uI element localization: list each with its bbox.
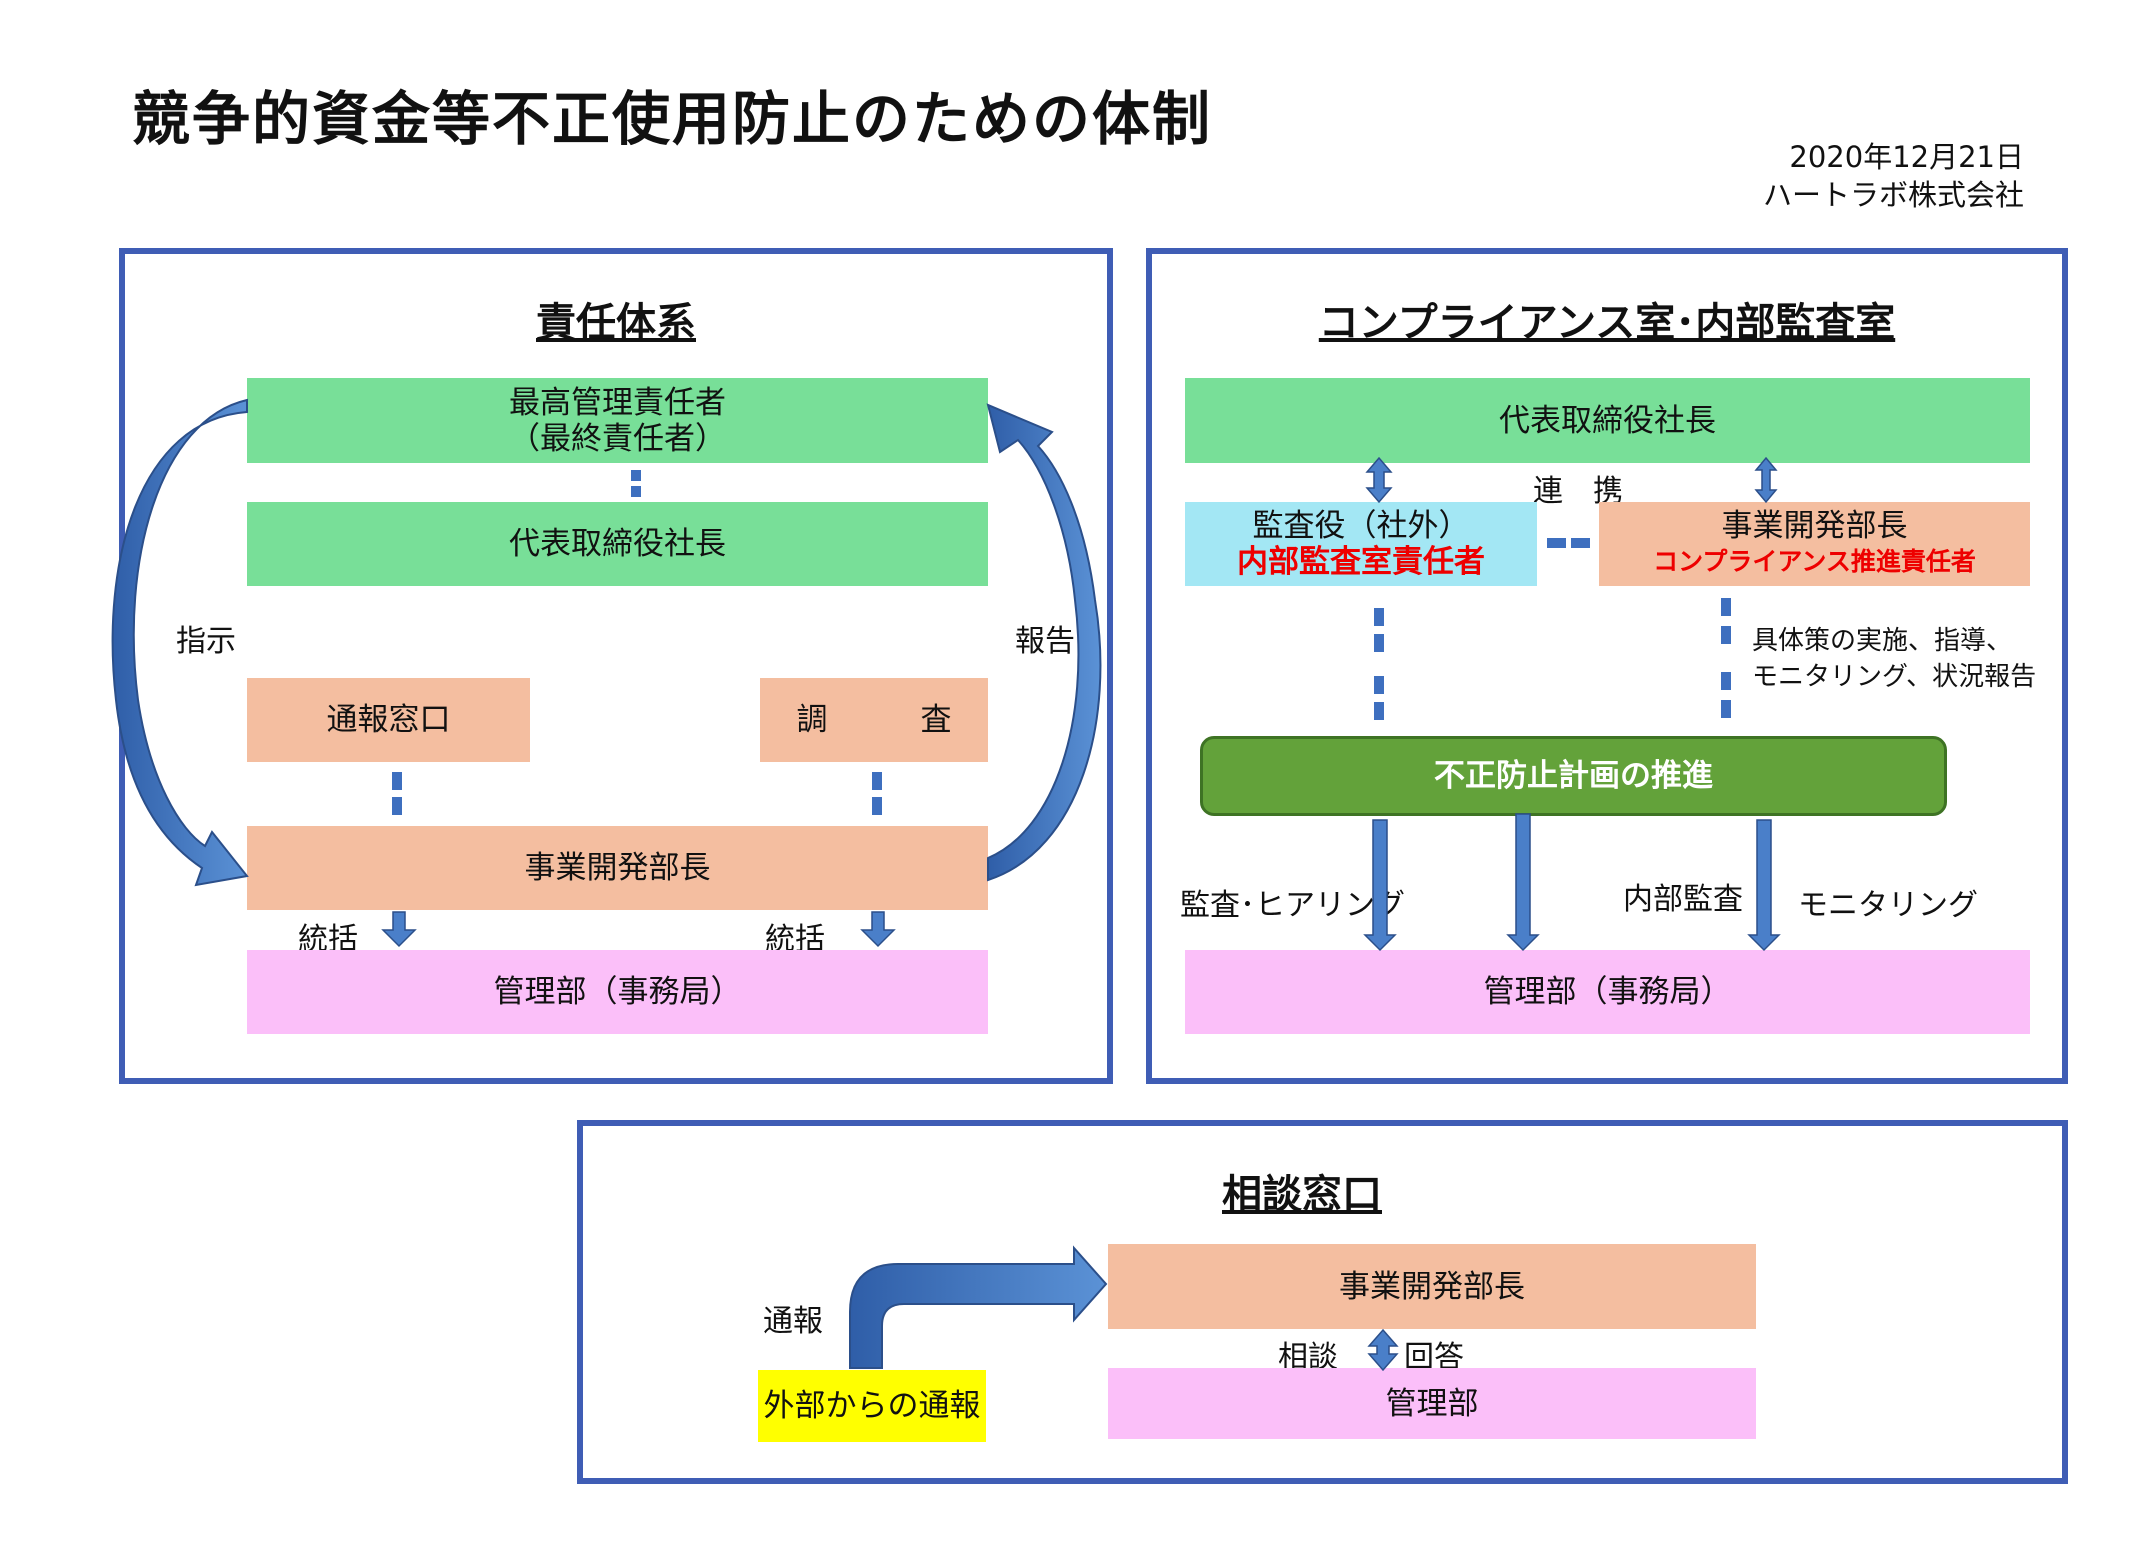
- page-title: 競争的資金等不正使用防止のための体制: [132, 85, 1213, 153]
- connector-dash: [1721, 598, 1731, 616]
- consultation-panel-title: 相談窓口: [1222, 1172, 1382, 1218]
- internal-audit-label: 内部監査: [1623, 882, 1743, 917]
- division-head-label-2: 事業開発部長: [1721, 508, 1908, 544]
- monitoring-label: モニタリング: [1798, 888, 1978, 923]
- connector-dash: [1721, 700, 1731, 718]
- investigation-label: 調 査: [796, 702, 952, 738]
- compliance-panel-title: コンプライアンス室･内部監査室: [1318, 300, 1896, 346]
- chief-manager-label: 最高管理責任者: [509, 384, 726, 421]
- auditor-label: 監査役（社外）: [1252, 508, 1470, 544]
- connector-dash: [392, 797, 402, 815]
- connector-dash: [392, 772, 402, 790]
- cooperate-label: 連 携: [1533, 474, 1623, 509]
- reporting-desk-box: 通報窓口: [247, 678, 530, 762]
- division-head-label-3: 事業開発部長: [1339, 1268, 1525, 1305]
- reporting-desk-label: 通報窓口: [326, 702, 451, 738]
- responsibility-panel-title: 責任体系: [536, 300, 696, 346]
- connector-dash: [631, 486, 641, 497]
- instruct-curved-arrow: [111, 398, 249, 887]
- chief-manager-sub-label: （最終責任者）: [509, 420, 726, 457]
- center-down-arrow: [1506, 813, 1540, 952]
- chief-manager-box: 最高管理責任者 （最終責任者）: [247, 378, 988, 463]
- monitoring-arrow: [1747, 819, 1781, 952]
- connector-dash: [872, 772, 882, 790]
- oversee-right-arrow: [860, 911, 896, 948]
- connector-dash: [1721, 626, 1731, 644]
- plan-box: 不正防止計画の推進: [1200, 736, 1947, 816]
- compliance-head-label: コンプライアンス推進責任者: [1653, 547, 1976, 576]
- audit-hearing-arrow: [1363, 819, 1397, 952]
- note-label-line2: モニタリング、状況報告: [1752, 662, 2037, 692]
- date: 2020年12月21日: [1789, 140, 2024, 174]
- oversee-left-arrow: [381, 911, 417, 948]
- instruct-label: 指示: [176, 624, 236, 659]
- president-box-2: 代表取締役社長: [1185, 378, 2030, 463]
- admin-label-3: 管理部: [1385, 1385, 1479, 1422]
- double-arrow-right: [1754, 456, 1778, 504]
- connector-dash: [1374, 676, 1384, 694]
- division-head-label: 事業開発部長: [524, 850, 711, 886]
- plan-label: 不正防止計画の推進: [1434, 758, 1713, 794]
- admin-box-2: 管理部（事務局）: [1185, 950, 2030, 1034]
- connector-dash: [1374, 634, 1384, 652]
- investigation-box: 調 査: [760, 678, 988, 762]
- admin-box: 管理部（事務局）: [247, 950, 988, 1034]
- president-label: 代表取締役社長: [509, 526, 726, 562]
- compliance-panel: [1146, 248, 2068, 1084]
- company-name: ハートラボ株式会社: [1762, 178, 2024, 212]
- auditor-box: 監査役（社外） 内部監査室責任者: [1185, 502, 1537, 586]
- division-head-box: 事業開発部長: [247, 826, 988, 910]
- consult-answer-arrow: [1367, 1328, 1399, 1372]
- admin-label: 管理部（事務局）: [493, 974, 742, 1010]
- external-report-label: 外部からの通報: [763, 1388, 981, 1424]
- division-head-box-3: 事業開発部長: [1108, 1244, 1756, 1329]
- consultation-panel: [577, 1120, 2068, 1484]
- report-curved-arrow: [986, 403, 1102, 882]
- double-arrow-left: [1365, 456, 1393, 504]
- internal-audit-head-label: 内部監査室責任者: [1237, 544, 1485, 580]
- connector-dash: [1374, 608, 1384, 626]
- admin-label-2: 管理部（事務局）: [1483, 974, 1732, 1010]
- president-box: 代表取締役社長: [247, 502, 988, 586]
- connector-dash: [1571, 538, 1590, 548]
- report-label: 報告: [1015, 624, 1075, 659]
- president-label-2: 代表取締役社長: [1499, 402, 1716, 439]
- connector-dash: [1374, 702, 1384, 720]
- report-bent-arrow: [849, 1245, 1108, 1369]
- connector-dash: [1721, 672, 1731, 690]
- division-head-box-2: 事業開発部長 コンプライアンス推進責任者: [1599, 502, 2030, 586]
- connector-dash: [631, 470, 641, 481]
- connector-dash: [872, 797, 882, 815]
- admin-box-3: 管理部: [1108, 1368, 1756, 1439]
- note-label-line1: 具体策の実施、指導、: [1752, 626, 2013, 656]
- audit-hearing-label: 監査･ヒアリング: [1180, 888, 1405, 923]
- connector-dash: [1547, 538, 1566, 548]
- external-report-box: 外部からの通報: [758, 1370, 986, 1442]
- report-label-3: 通報: [763, 1304, 823, 1339]
